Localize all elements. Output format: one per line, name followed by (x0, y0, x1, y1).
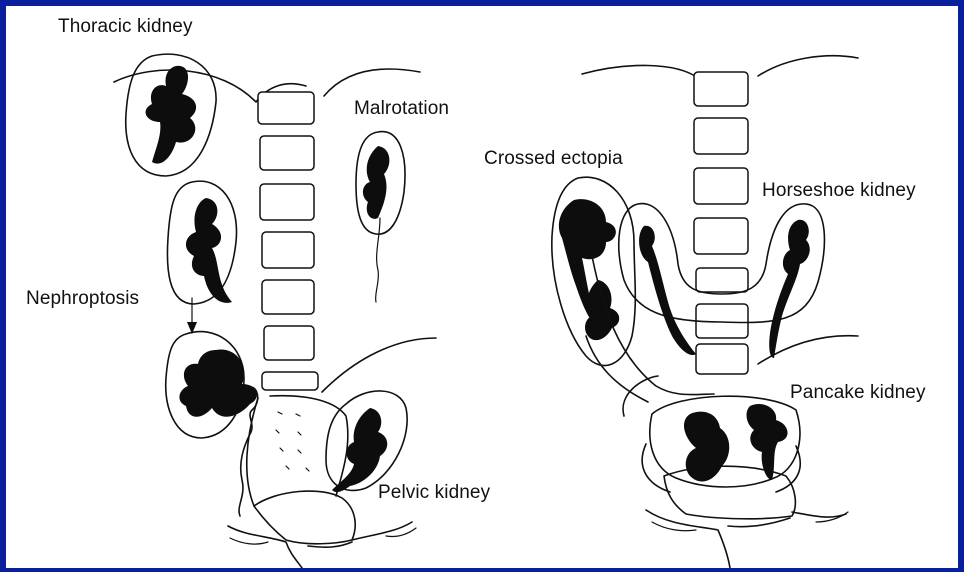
label-malrotation: Malrotation (354, 98, 449, 120)
label-pancake-kidney: Pancake kidney (790, 382, 926, 404)
diagram-canvas: Thoracic kidney Malrotation Nephroptosis… (6, 6, 958, 568)
left-spine (258, 92, 318, 390)
left-pelvis (228, 338, 436, 568)
right-spine (694, 72, 748, 374)
label-horseshoe-kidney: Horseshoe kidney (762, 180, 916, 202)
pancake-kidney (684, 404, 788, 481)
pelvic-kidney (326, 391, 407, 492)
nephroptosis-kidney (167, 181, 236, 304)
label-crossed-ectopia: Crossed ectopia (484, 148, 623, 170)
label-nephroptosis: Nephroptosis (26, 288, 139, 310)
crossed-ectopia-kidneys (552, 177, 714, 402)
label-thoracic-kidney: Thoracic kidney (58, 16, 193, 38)
descended-kidney (166, 332, 258, 516)
right-figure (552, 56, 858, 568)
malrotation-kidney (356, 132, 405, 302)
label-pelvic-kidney: Pelvic kidney (378, 482, 490, 504)
